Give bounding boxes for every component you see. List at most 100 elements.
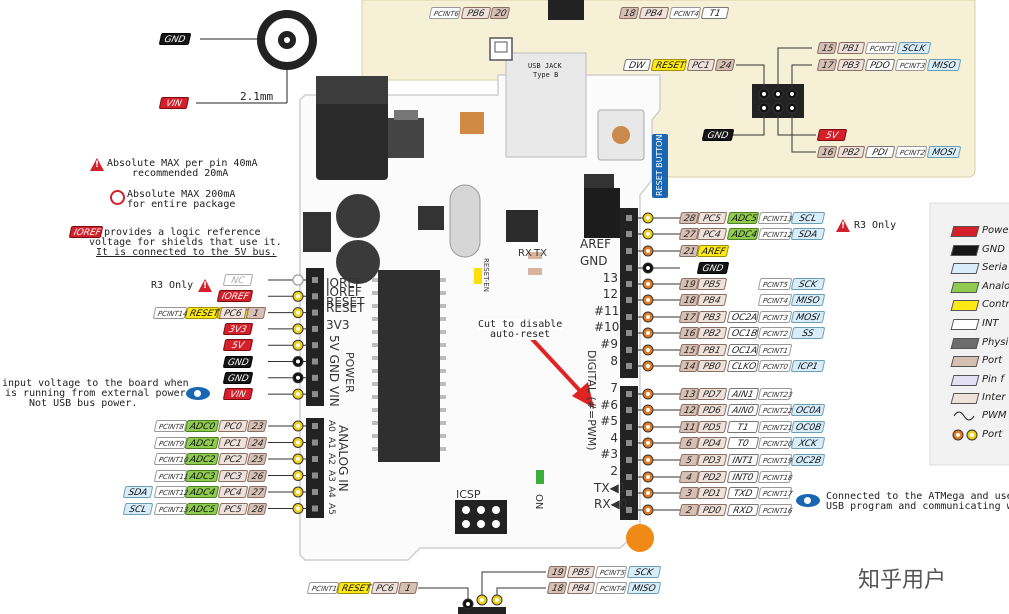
digital-pin-port: PC5 (696, 212, 728, 224)
digital-pin-dot-hole (646, 331, 650, 335)
jack-gnd-tag: GND (158, 33, 192, 45)
digital-pin-func: AIN0 (726, 404, 760, 416)
digital-header-pin (626, 474, 632, 480)
chip-pin-left (372, 434, 378, 438)
digital-pin-port: PD6 (696, 404, 728, 416)
digital-pin-comm: MISO (790, 294, 826, 306)
digital-pin-pcint: PCINT4 (757, 294, 793, 306)
analog-pin-num: 24 (246, 436, 268, 449)
icsp-top-r1-comm: SCLK (896, 42, 932, 54)
analog-pin-comm: SCL (122, 502, 154, 515)
digital-header-text-3: 12 (602, 287, 618, 301)
usb-line2: Type B (533, 71, 559, 79)
digital-pin-dot-hole (646, 282, 650, 286)
digital-header-pin (626, 440, 632, 446)
icsp-pin-1 (477, 506, 485, 514)
digital-header-pin (626, 265, 632, 271)
top-pb6-port: PB6 (460, 7, 492, 19)
digital-pin-func: CLKO (726, 360, 760, 372)
icsp-bottom-r2-port: PB4 (566, 582, 596, 594)
digital-pin-port: PB5 (696, 278, 728, 290)
analog-pin-port: PC0 (217, 420, 249, 432)
legend-swatch-2 (950, 263, 980, 274)
digital-header-pin (626, 391, 632, 397)
digital-header-text-15: RX◀0 (594, 497, 628, 511)
digital-pin-dot-hole (646, 266, 650, 270)
power-header-pin (312, 277, 318, 283)
analog-label-A4: A4 (326, 486, 336, 498)
power-header-pin (312, 342, 318, 349)
chip-pin-left (372, 382, 378, 386)
power-header-pin (312, 374, 318, 381)
icsp-top-r2-port: PB3 (836, 59, 866, 71)
analog-header (306, 418, 324, 518)
digital-header-text-9: #6 (600, 398, 618, 412)
digital-pin-pcint: PCINT18 (757, 471, 793, 483)
icsp-top-wire (733, 114, 765, 136)
digital-pin-dot-hole (646, 298, 650, 302)
icsp-pin-5 (492, 520, 500, 528)
top-pb6-num: 20 (489, 7, 511, 19)
digital-pin-dot-hole (646, 491, 650, 495)
digital-pin-port: PD4 (696, 437, 728, 449)
digital-pin-func: RXD (726, 504, 760, 516)
ioref-note-1: provides a logic reference (104, 227, 261, 238)
icsp-top-wire (777, 114, 816, 136)
chip-pin-left (372, 395, 378, 399)
power-header-text-1: RESET (326, 294, 365, 309)
analog-pin-num: 28 (246, 502, 268, 515)
analog-header-pin (312, 489, 318, 495)
power-header-text-0: IOREF (326, 276, 362, 291)
analog-header-pin (312, 423, 318, 429)
digital-header-text-6: #9 (600, 337, 618, 351)
digital-header-pin (626, 363, 632, 369)
legend-port-dot-2-hole (970, 433, 974, 437)
board-on: ON (533, 494, 544, 510)
chip-pin-left (372, 408, 378, 412)
digital-pin-port: PB2 (696, 327, 728, 339)
legend-pwm-symbol (953, 411, 975, 421)
chip-pin-left (372, 278, 378, 282)
top-pb4-pcint: PCINT4 (668, 7, 702, 19)
analog-pin-dot-hole (296, 457, 300, 461)
digital-header-text-11: 4 (610, 431, 618, 445)
icsp-bottom-reset: RESET (336, 582, 372, 594)
power-header-pin (312, 358, 318, 365)
atmega-chip (378, 270, 440, 462)
digital-pin-comm: OC0B (790, 421, 826, 433)
digital-pin-pcint: PCINT0 (757, 360, 793, 372)
analog-pin-dot-hole (296, 506, 300, 511)
icsp-top-r1-pcint: PCINT1 (864, 42, 898, 54)
chip-pin-right (440, 421, 446, 425)
analog-pin-dot-hole (296, 490, 300, 494)
analog-pin-port: PC5 (217, 502, 249, 515)
digital-pin-dot-hole (646, 508, 650, 512)
digital-header-text-1: GND (580, 254, 608, 268)
power-header-pin (312, 325, 318, 332)
digital-pin-port: PD3 (696, 454, 728, 466)
analog-label-A1: A1 (326, 436, 336, 449)
digital-pin-comm: ICP1 (790, 360, 826, 372)
icsp-pin-0 (462, 506, 470, 514)
digital-pin-port: PB1 (696, 344, 728, 356)
digital-pin-comm: SCL (790, 212, 826, 224)
r3-warning-icon (198, 279, 212, 292)
digital-header-text-7: 8 (610, 354, 618, 368)
digital-header-pin (626, 248, 632, 254)
digital-pin-pcint: PCINT22 (757, 404, 793, 416)
analog-pin-func: ADC5 (184, 502, 220, 515)
usb-connector (505, 52, 587, 158)
icsp-bottom-port: PC6 (370, 582, 400, 594)
digital-pin-pcint: PCINT1 (757, 344, 793, 356)
icsp-top-r2-func: PDO (864, 59, 896, 71)
top-pb4-port: PB4 (638, 7, 670, 19)
icsp-top-wire (791, 64, 812, 88)
board-tx: TX (534, 248, 547, 259)
digital-pin-pcint: PCINT3 (757, 311, 793, 323)
digital-pin-func: T1 (726, 421, 760, 433)
chip-pin-left (372, 343, 378, 347)
digital-pin-dot-hole (646, 458, 650, 462)
power-pin-dot-hole (296, 310, 300, 315)
power-pin-ioref: IOREF (216, 290, 254, 303)
